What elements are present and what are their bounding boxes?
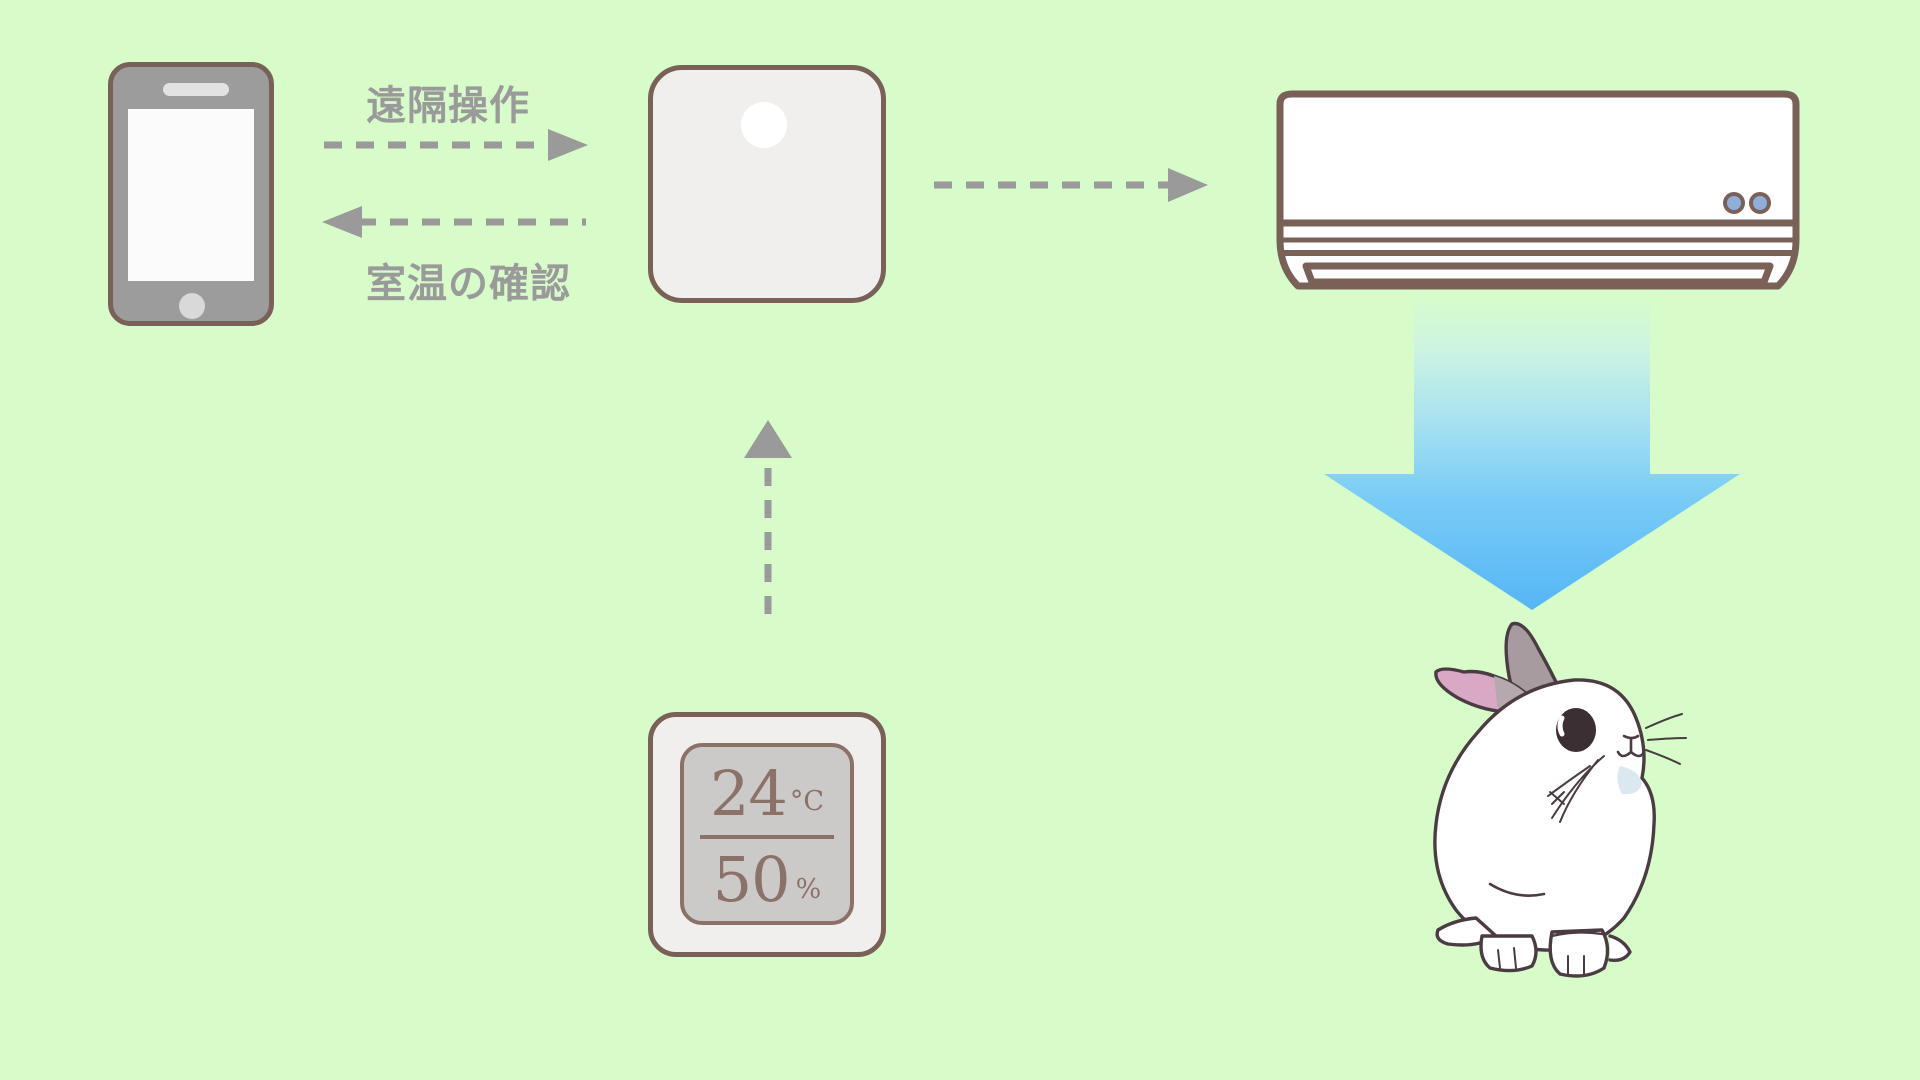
rabbit-eye [1556, 708, 1596, 752]
wall-mounted-air-conditioner[interactable] [1268, 90, 1808, 290]
smart-remote-hub[interactable] [648, 65, 886, 303]
rabbit [1433, 621, 1687, 978]
arrow-head [1168, 168, 1208, 202]
temperature-feedback-arrow [322, 206, 586, 238]
rabbit-front-paw-right [1548, 928, 1610, 978]
temperature-value: 24 [709, 757, 788, 830]
ac-indicator-led-1-icon [1723, 192, 1745, 214]
hub-to-ac-arrow [934, 168, 1208, 202]
rabbit-paw-toe-l2 [1513, 947, 1517, 969]
rabbit-paw-top-line [1550, 931, 1604, 938]
label-remote-control: 遠隔操作 [366, 83, 530, 129]
sensor-to-hub-arrow [744, 420, 792, 614]
rabbit-eye-highlight [1557, 715, 1565, 737]
temperature-readout: 24 °C [684, 747, 850, 835]
smartphone[interactable] [108, 62, 274, 326]
rabbit-mouth-right [1629, 750, 1646, 758]
thermo-divider [700, 835, 834, 839]
arrow-head [548, 129, 588, 161]
arrow-head [322, 206, 362, 238]
cool-airflow-arrow [1324, 292, 1740, 610]
airflow-shape [1324, 292, 1740, 610]
phone-speaker-icon [163, 83, 229, 96]
rabbit-paw-toe-l1 [1497, 949, 1501, 969]
ac-louver-flap [1302, 262, 1774, 286]
hub-indicator-icon [741, 102, 787, 148]
ac-body [1276, 90, 1800, 290]
rabbit-whisker-r2 [1647, 737, 1687, 741]
humidity-readout: 50 % [684, 839, 850, 921]
remote-control-arrow [324, 129, 588, 161]
rabbit-cheek-shadow [1617, 766, 1642, 795]
rabbit-body [1433, 678, 1656, 952]
rabbit-whisker-r1 [1645, 713, 1683, 729]
ac-indicator-led-2-icon [1749, 192, 1771, 214]
phone-screen[interactable] [128, 109, 254, 281]
humidity-unit: % [795, 873, 822, 905]
rabbit-front-paw-left [1479, 934, 1538, 973]
rabbit-mouth-left [1616, 750, 1633, 758]
rabbit-whisker-l2 [1559, 759, 1599, 823]
rabbit-haunch-line [1488, 882, 1546, 897]
rabbit-far-foot [1608, 934, 1632, 963]
phone-home-button[interactable] [179, 293, 205, 319]
rabbit-fur-mark-2 [1551, 791, 1565, 805]
thermo-display: 24 °C 50 % [680, 743, 854, 925]
label-room-temperature-check: 室温の確認 [366, 261, 571, 307]
rabbit-whisker-r3 [1645, 749, 1681, 765]
humidity-value: 50 [712, 843, 791, 916]
temperature-unit: °C [789, 785, 825, 817]
thermo-hygrometer[interactable]: 24 °C 50 % [648, 712, 886, 957]
arrow-head [744, 420, 792, 458]
